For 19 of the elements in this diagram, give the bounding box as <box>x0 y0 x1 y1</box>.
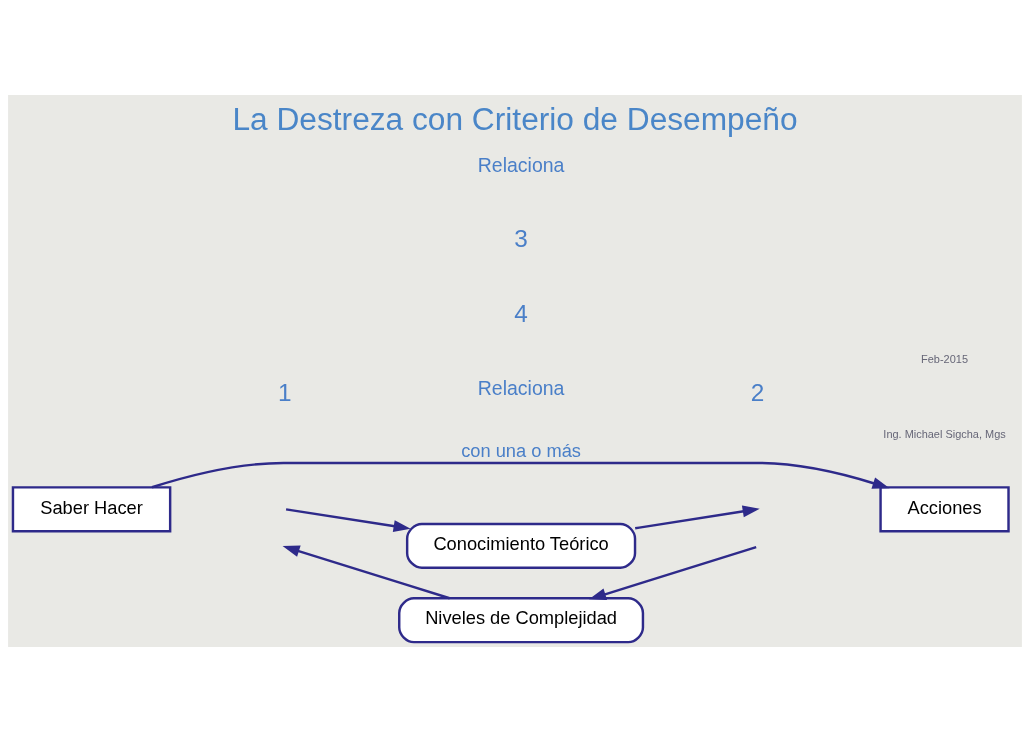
diagram-title: La Destreza con Criterio de Desempeño <box>232 101 798 138</box>
arrow <box>285 508 411 533</box>
label: 2 <box>750 378 765 406</box>
node-box: Acciones <box>879 486 1010 533</box>
label: Relaciona <box>477 153 565 176</box>
arrow <box>635 505 760 530</box>
arrow <box>151 461 890 489</box>
arrow <box>282 545 450 600</box>
label: 3 <box>514 225 528 253</box>
label: 4 <box>514 299 528 327</box>
node-box: Saber Hacer <box>11 486 172 533</box>
arrow <box>589 545 757 600</box>
edge-label: con una o más <box>461 439 582 461</box>
node-box: Conocimiento Teórico <box>405 522 637 569</box>
label: Ing. Michael Sigcha, Mgs <box>883 427 1006 440</box>
node-box: Niveles de Complejidad <box>398 597 645 644</box>
label: Relaciona <box>477 376 565 399</box>
label: 1 <box>277 378 292 406</box>
label: Feb-2015 <box>921 353 968 366</box>
